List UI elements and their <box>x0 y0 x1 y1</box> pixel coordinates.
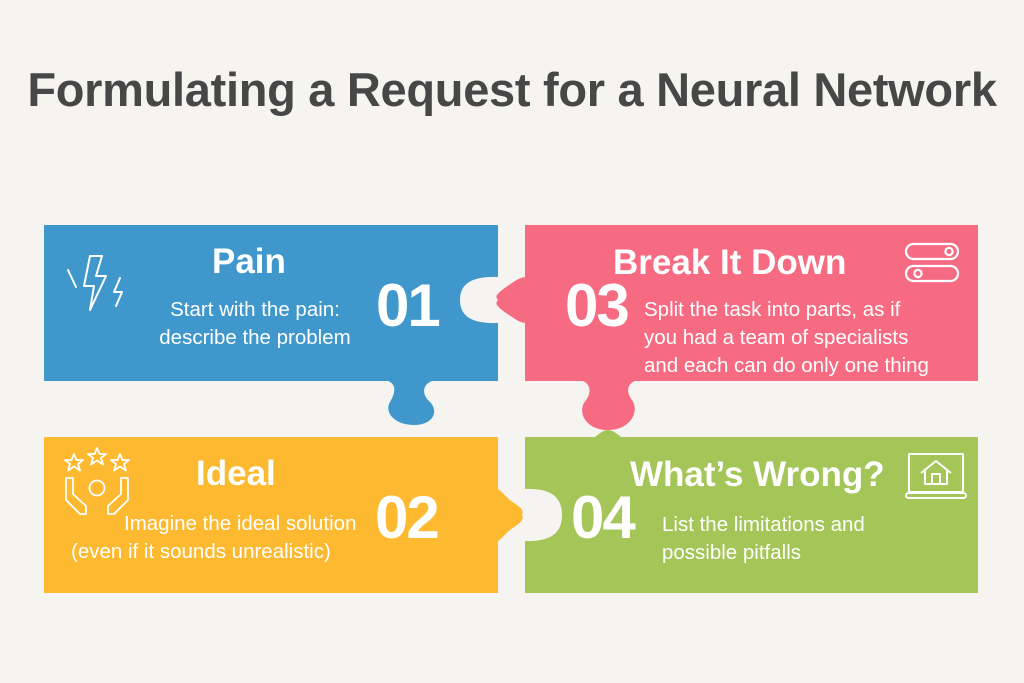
description-line: (even if it sounds unrealistic) <box>71 540 331 563</box>
laptop-home-icon <box>905 451 967 506</box>
puzzle-piece-whats-wrong <box>525 430 978 593</box>
puzzle-piece-ideal <box>44 437 523 593</box>
description-line: List the limitations and <box>662 513 865 536</box>
description-line: Start with the pain: <box>170 298 340 321</box>
description-line: and each can do only one thing <box>644 354 929 377</box>
description-line: possible pitfalls <box>662 541 802 564</box>
step-number-02: 02 <box>375 484 440 551</box>
step-description-whats-wrong: List the limitations and possible pitfal… <box>662 511 865 567</box>
puzzle-piece-pain <box>44 225 498 425</box>
lightning-bolts-icon <box>64 254 140 319</box>
description-line: you had a team of specialists <box>644 326 909 349</box>
step-number-01: 01 <box>376 272 441 339</box>
stars-over-hands-icon <box>62 446 132 523</box>
step-heading-break-it-down: Break It Down <box>613 243 847 282</box>
description-line: Split the task into parts, as if <box>644 298 901 321</box>
title-text: Formulating a Request for a Neural Netwo… <box>27 63 997 116</box>
toggle-switches-icon <box>903 241 961 290</box>
step-heading-pain: Pain <box>212 242 286 281</box>
description-line: describe the problem <box>159 326 351 349</box>
step-number-04: 04 <box>571 484 636 551</box>
puzzle-piece-break-it-down <box>496 225 978 430</box>
step-heading-ideal: Ideal <box>196 454 276 493</box>
step-description-pain: Start with the pain: describe the proble… <box>150 296 360 352</box>
step-number-03: 03 <box>565 272 630 339</box>
step-heading-whats-wrong: What’s Wrong? <box>630 455 885 494</box>
step-description-ideal: Imagine the ideal solution (even if it s… <box>66 510 382 566</box>
step-description-break-it-down: Split the task into parts, as if you had… <box>644 296 929 380</box>
page-title: Formulating a Request for a Neural Netwo… <box>0 62 1024 118</box>
description-line: Imagine the ideal solution <box>124 512 357 535</box>
